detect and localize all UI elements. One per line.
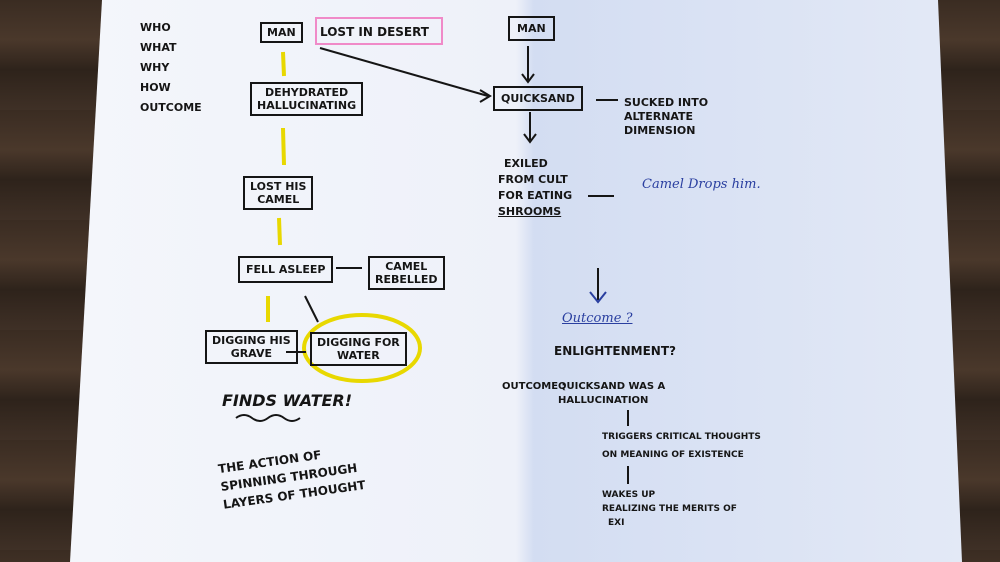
note-line: EXI xyxy=(608,518,625,528)
question-who: WHO xyxy=(140,21,171,34)
dehydrated-box: DEHYDRATED HALLUCINATING xyxy=(250,82,364,116)
sucked-note: SUCKED INTO ALTERNATE DIMENSION xyxy=(624,96,708,138)
box-line: WATER xyxy=(336,349,380,362)
box-line: HALLUCINATING xyxy=(257,99,357,112)
paper xyxy=(70,0,962,562)
box-line: DIGGING FOR xyxy=(317,336,400,349)
camel-drops-note: Camel Drops him. xyxy=(642,177,761,192)
pink-box xyxy=(315,17,443,45)
note-line: FROM CULT xyxy=(498,173,568,186)
box-line: CAMEL xyxy=(257,193,300,206)
digging-water-box: DIGGING FOR WATER xyxy=(310,332,407,366)
box-line: REBELLED xyxy=(375,273,438,286)
quicksand-box: QUICKSAND xyxy=(493,86,583,111)
lost-in-desert: LOST IN DESERT xyxy=(320,25,429,39)
note-line: WAKES UP xyxy=(602,490,656,500)
box-line: LOST HIS xyxy=(250,180,307,193)
wakes-note: WAKES UP REALIZING THE MERITS OF EXI xyxy=(602,488,737,530)
note-line: SUCKED INTO xyxy=(624,96,709,109)
note-line: ALTERNATE xyxy=(624,110,694,123)
note-line: EXILED xyxy=(504,157,548,170)
digging-grave-box: DIGGING HIS GRAVE xyxy=(205,330,298,364)
note-line: REALIZING THE MERITS OF xyxy=(602,504,737,514)
man-box: MAN xyxy=(260,22,303,43)
note-line: FOR EATING xyxy=(498,189,573,202)
exiled-note: EXILED FROM CULT FOR EATING SHROOMS xyxy=(498,156,572,220)
question-why: WHY xyxy=(140,61,170,74)
ink-arrows xyxy=(235,46,629,484)
outcome-text: QUICKSAND WAS A HALLUCINATION xyxy=(558,380,665,408)
note-line: ON MEANING OF EXISTENCE xyxy=(602,450,744,460)
fell-asleep-box: FELL ASLEEP xyxy=(238,256,334,283)
question-how: HOW xyxy=(140,81,171,94)
outcome-question: Outcome ? xyxy=(562,311,633,326)
yellow-arrows xyxy=(266,51,422,383)
camel-rebelled-box: CAMEL REBELLED xyxy=(368,256,445,290)
note-line: HALLUCINATION xyxy=(558,395,649,406)
box-line: CAMEL xyxy=(385,260,428,273)
finds-water: FINDS WATER! xyxy=(222,391,353,410)
box-line: DEHYDRATED xyxy=(264,86,349,99)
enlightenment: ENLIGHTENMENT? xyxy=(554,344,676,358)
man-box-right: MAN xyxy=(508,16,555,41)
box-line: GRAVE xyxy=(230,347,272,360)
note-line: DIMENSION xyxy=(624,124,696,137)
triggers-note: TRIGGERS CRITICAL THOUGHTS ON MEANING OF… xyxy=(602,428,761,464)
note-line: QUICKSAND WAS A xyxy=(558,381,666,392)
question-what: WHAT xyxy=(140,41,177,54)
question-list: WHO WHAT WHY HOW OUTCOME xyxy=(140,18,202,118)
lost-camel-box: LOST HIS CAMEL xyxy=(243,176,314,210)
box-line: DIGGING HIS xyxy=(212,334,291,347)
note-line: SHROOMS xyxy=(498,205,562,218)
note-line: TRIGGERS CRITICAL THOUGHTS xyxy=(602,432,761,442)
outcome-label: OUTCOME : xyxy=(502,381,566,392)
question-outcome: OUTCOME xyxy=(140,101,202,114)
